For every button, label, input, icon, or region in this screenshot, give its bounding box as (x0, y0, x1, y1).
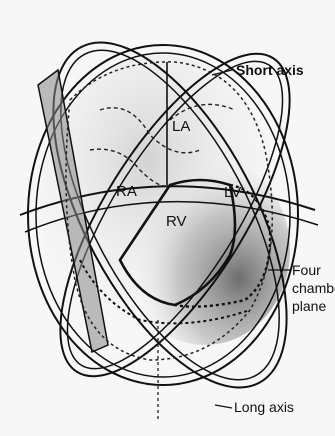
la-label: LA (172, 118, 190, 135)
short-axis-label: Short axis (236, 62, 304, 78)
four-chamber-label-1: Four (292, 262, 321, 278)
long-axis-label: Long axis (234, 399, 294, 415)
four-chamber-label-2: chambe (292, 280, 335, 296)
rv-label: RV (166, 213, 187, 230)
lv-label: LV (224, 184, 241, 201)
long-axis-leader (215, 405, 232, 408)
four-chamber-label-3: plane (292, 298, 326, 314)
ra-label: RA (116, 183, 137, 200)
